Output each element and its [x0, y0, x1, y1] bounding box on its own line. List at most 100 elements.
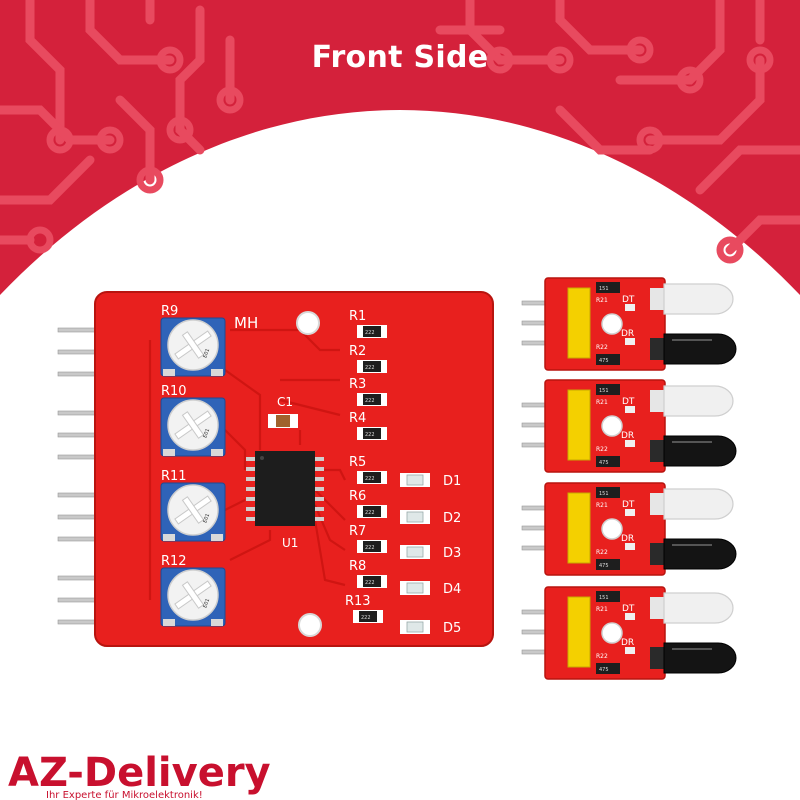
led: D3: [400, 545, 461, 561]
sensor-r21-code: 151: [599, 388, 609, 394]
sensor-dt-label: DT: [622, 397, 635, 407]
sensor-r21-code: 151: [599, 491, 609, 497]
sensor-r21-label: R21: [596, 297, 608, 304]
ir-emitter-led: [663, 283, 734, 315]
circuit-pads: [26, 36, 774, 264]
brand-tagline: Ihr Experte für Mikroelektronik!: [46, 790, 203, 800]
sensor-dt-label: DT: [622, 604, 635, 614]
resistor: R3 222: [349, 377, 387, 406]
ir-emitter-led: [663, 385, 734, 417]
resistor-label: R13: [345, 594, 371, 609]
sensor-dr-label: DR: [621, 534, 634, 544]
resistor-code: 222: [365, 545, 375, 551]
resistor-code: 222: [365, 398, 375, 404]
pot-label: R11: [161, 469, 187, 484]
mounting-hole: [296, 311, 320, 335]
sensor-dt-label: DT: [622, 500, 635, 510]
sensor-r22-code: 475: [599, 563, 609, 569]
sensor-dr-label: DR: [621, 329, 634, 339]
resistor-code: 222: [365, 510, 375, 516]
board-marking: MH: [234, 314, 258, 332]
chip-label: U1: [282, 536, 298, 550]
resistor-label: R1: [349, 309, 366, 324]
sensor-dr-label: DR: [621, 638, 634, 648]
sensor-modules: 151R21R22475DTDR151R21R22475DTDR151R21R2…: [521, 277, 737, 680]
resistor-label: R7: [349, 524, 366, 539]
sensor-r21-code: 151: [599, 286, 609, 292]
brand-name: AZ-Delivery: [8, 750, 271, 796]
led-label: D1: [443, 474, 461, 489]
main-board: VCCGNDIN1VCCGNDIN2VCCGNDIN3VCCGNDIN4 VCC…: [57, 291, 494, 647]
resistor-code: 222: [361, 615, 371, 621]
ir-receiver-led: [663, 642, 737, 674]
led: D1: [400, 473, 461, 489]
sensor-r21-label: R21: [596, 606, 608, 613]
ic-body: [255, 451, 315, 526]
mounting-hole: [601, 313, 623, 335]
led: D2: [400, 510, 461, 526]
pot-code: E01: [202, 428, 211, 439]
mounting-hole: [601, 622, 623, 644]
ir-emitter-led: [663, 592, 734, 624]
ir-receiver-led: [663, 333, 737, 365]
pcb-traces: [148, 328, 346, 600]
resistor-label: R5: [349, 455, 366, 470]
pot-code: E01: [202, 513, 211, 524]
pot-code: E01: [202, 348, 211, 359]
led-label: D5: [443, 621, 461, 636]
sensor-r22-label: R22: [596, 344, 608, 351]
resistor-code: 222: [365, 330, 375, 336]
sensor-r21-code: 151: [599, 595, 609, 601]
ir-receiver-led: [663, 435, 737, 467]
sensor-dt-label: DT: [622, 295, 635, 305]
sensor-dr-label: DR: [621, 431, 634, 441]
mounting-hole: [601, 518, 623, 540]
resistor: R2 222: [349, 344, 387, 373]
resistor-label: R8: [349, 559, 366, 574]
resistor: R6 222: [349, 489, 387, 518]
resistor-label: R4: [349, 411, 366, 426]
sensor-r21-label: R21: [596, 502, 608, 509]
resistor-label: R3: [349, 377, 366, 392]
resistor: R13 222: [345, 594, 383, 623]
sensor-r21-label: R21: [596, 399, 608, 406]
resistor-label: R6: [349, 489, 366, 504]
pot-code: E01: [202, 598, 211, 609]
sensor-r22-label: R22: [596, 549, 608, 556]
resistor-code: 222: [365, 365, 375, 371]
capacitor-c1: C1: [268, 395, 298, 428]
led-label: D3: [443, 546, 461, 561]
mounting-hole: [601, 415, 623, 437]
pot-label: R12: [161, 554, 187, 569]
sensor-r22-label: R22: [596, 446, 608, 453]
resistor: R1 222: [349, 309, 387, 338]
pot-label: R9: [161, 304, 178, 319]
led-label: D2: [443, 511, 461, 526]
pot-label: R10: [161, 384, 187, 399]
circuit-pattern: [0, 0, 800, 255]
brand-logo: AZ-Delivery Ihr Experte für Mikroelektro…: [8, 750, 271, 800]
resistors: R1222R2222R3222R4222R5222R6222R7222R8222…: [345, 309, 387, 623]
resistor-label: R2: [349, 344, 366, 359]
cap-label: C1: [277, 395, 293, 409]
ir-emitter-led: [663, 488, 734, 520]
sensor-r22-code: 475: [599, 460, 609, 466]
sensor-r22-label: R22: [596, 653, 608, 660]
sensor-r22-code: 475: [599, 667, 609, 673]
sensor-r22-code: 475: [599, 358, 609, 364]
led: D5: [400, 620, 461, 636]
